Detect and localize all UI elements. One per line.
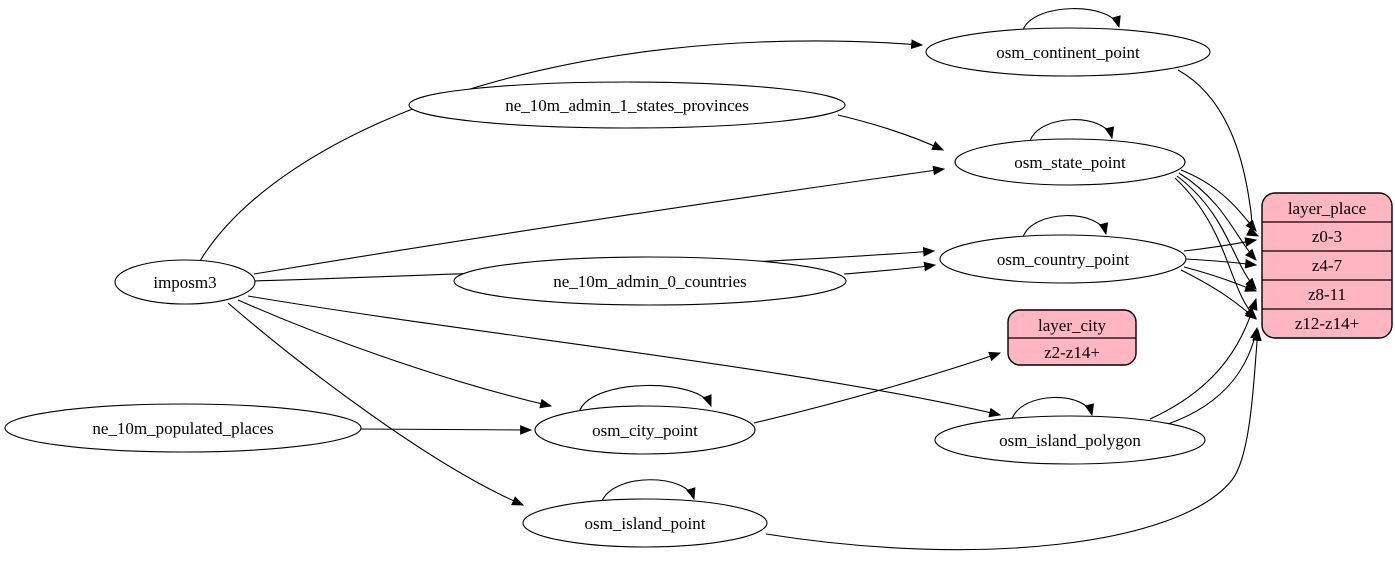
layer_place-row-z8-11: z8-11: [1308, 285, 1346, 304]
layer_place-row-z12-z14: z12-z14+: [1295, 314, 1359, 333]
osm_state_point-label: osm_state_point: [1014, 153, 1126, 172]
layer_place-title: layer_place: [1288, 199, 1366, 218]
edge-ne_10m_admin_1_states_provinces-osm_state_point: [837, 114, 945, 151]
edge-osm_state_point-layer_place-z4-7: [1178, 172, 1257, 261]
node-ne_10m_populated_places: ne_10m_populated_places: [4, 403, 362, 453]
edge-osm_country_point-layer_place-z0-3: [1183, 237, 1258, 252]
osm_island_point-shape: [522, 498, 768, 548]
ne_10m_admin_0_countries-shape: [453, 256, 847, 306]
osm_island_polygon-shape: [934, 415, 1206, 465]
self-loop-osm_city_point: [579, 384, 712, 411]
edge-osm_city_point-layer_city-z2-z14: [753, 351, 1002, 424]
edge-osm_country_point-layer_place-z4-7: [1185, 258, 1258, 269]
record-layer_place: layer_place z0-3 z4-7 z8-11 z12-z14+: [1261, 192, 1393, 339]
edge-ne_10m_admin_0_countries-osm_country_point: [843, 261, 937, 275]
node-osm_island_point: osm_island_point: [522, 498, 768, 548]
edge-osm_island_point-layer_place-z12-z14: [765, 328, 1262, 551]
edge-ne_10m_populated_places-osm_city_point: [360, 425, 533, 435]
osm_city_point-label: osm_city_point: [592, 421, 698, 440]
node-osm_island_polygon: osm_island_polygon: [934, 415, 1206, 465]
node-imposm3: imposm3: [114, 259, 256, 305]
osm_state_point-shape: [954, 138, 1186, 186]
edge-imposm3-osm_continent_point: [199, 39, 924, 262]
self-loop-osm_island_point: [601, 479, 696, 502]
osm_continent_point-shape: [925, 27, 1211, 77]
layer_place-row-z0-3: z0-3: [1312, 227, 1342, 246]
node-osm_city_point: osm_city_point: [534, 405, 756, 455]
self-loop-osm_continent_point: [1022, 8, 1121, 31]
node-osm_country_point: osm_country_point: [939, 234, 1187, 284]
node-ne_10m_admin_0_countries: ne_10m_admin_0_countries: [453, 256, 847, 306]
osm_continent_point-label: osm_continent_point: [996, 43, 1140, 62]
osm_country_point-shape: [939, 234, 1187, 284]
layer_city-title: layer_city: [1038, 316, 1106, 335]
ne_10m_populated_places-label: ne_10m_populated_places: [92, 419, 273, 438]
edge-osm_continent_point-layer_place-z0-3: [1177, 69, 1260, 237]
ne_10m_admin_1_states_provinces-label: ne_10m_admin_1_states_provinces: [505, 96, 749, 115]
record-layer_city: layer_city z2-z14+: [1007, 309, 1137, 366]
node-osm_continent_point: osm_continent_point: [925, 27, 1211, 77]
self-loop-osm_country_point: [1022, 215, 1109, 238]
edge-osm_island_polygon-layer_place-z8-11: [1149, 297, 1258, 420]
self-loop-osm_state_point: [1029, 119, 1115, 142]
layer_place-row-z4-7: z4-7: [1312, 256, 1343, 275]
osm_city_point-shape: [534, 405, 756, 455]
edge-imposm3-osm_state_point: [253, 165, 946, 275]
edge-imposm3-osm_island_polygon: [247, 295, 1002, 418]
node-osm_state_point: osm_state_point: [954, 138, 1186, 186]
ne_10m_admin_1_states_provinces-shape: [408, 81, 846, 129]
layer_city-row-z2-z14: z2-z14+: [1044, 343, 1100, 362]
ne_10m_populated_places-shape: [4, 403, 362, 453]
edge-osm_country_point-layer_place-z8-11: [1183, 266, 1258, 292]
edge-imposm3-osm_city_point: [237, 299, 553, 409]
edges: [199, 8, 1262, 551]
imposm3-shape: [114, 259, 256, 305]
osm_island_polygon-label: osm_island_polygon: [999, 431, 1141, 450]
edge-imposm3-osm_island_point: [227, 302, 525, 506]
node-ne_10m_admin_1_states_provinces: ne_10m_admin_1_states_provinces: [408, 81, 846, 129]
self-loop-osm_island_polygon: [1011, 396, 1095, 420]
imposm3-label: imposm3: [153, 273, 216, 292]
edge-osm_country_point-layer_place-z12-z14: [1180, 269, 1257, 320]
edge-osm_state_point-layer_place-z12-z14: [1174, 177, 1257, 319]
edge-osm_state_point-layer_place-z8-11: [1176, 175, 1257, 290]
edge-osm_state_point-layer_place-z0-3: [1180, 169, 1257, 232]
osm_country_point-label: osm_country_point: [997, 250, 1129, 269]
layer_place-box: [1261, 192, 1393, 339]
ne_10m_admin_0_countries-label: ne_10m_admin_0_countries: [553, 272, 747, 291]
osm_island_point-label: osm_island_point: [585, 514, 706, 533]
